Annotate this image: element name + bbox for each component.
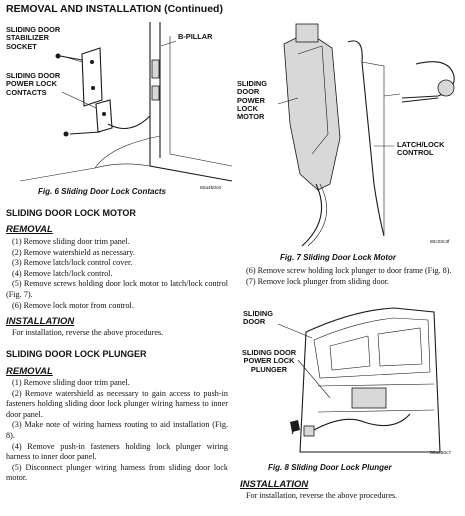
plunger-step-3: (3) Make note of wiring harness routing …: [6, 420, 228, 440]
motor-step-5: (5) Remove screws holding door lock moto…: [6, 279, 228, 299]
plunger-installation-text: For installation, reverse the above proc…: [246, 491, 398, 500]
plunger-installation-heading: INSTALLATION: [240, 479, 309, 490]
motor-step-4: (4) Remove latch/lock control.: [12, 268, 113, 278]
plunger-removal-steps-continued: (6) Remove screw holding lock plunger to…: [240, 266, 462, 287]
motor-installation-heading: INSTALLATION: [6, 316, 75, 327]
plunger-step-7: (7) Remove lock plunger from sliding doo…: [246, 276, 390, 286]
fig6-illustration: [19, 22, 233, 182]
figure-8: SLIDING DOOR SLIDING DOOR POWER LOCK PLU…: [234, 302, 465, 460]
motor-removal-heading: REMOVAL: [6, 224, 53, 235]
figure-7: SLIDING DOOR POWER LOCK MOTOR LATCH/LOCK…: [234, 14, 465, 250]
fig8-label-door: SLIDING DOOR: [243, 309, 273, 327]
plunger-step-1: (1) Remove sliding door trim panel.: [12, 378, 130, 387]
fig6-label-b-pillar: B-PILLAR: [178, 32, 213, 41]
plunger-step-6: (6) Remove screw holding lock plunger to…: [246, 266, 452, 275]
fig7-illustration: [277, 23, 455, 247]
plunger-step-5: (5) Disconnect plunger wiring harness fr…: [6, 462, 228, 483]
motor-step-2: (2) Remove watershield as necessary.: [12, 247, 135, 257]
plunger-section-title: SLIDING DOOR LOCK PLUNGER: [6, 349, 147, 359]
motor-installation-text: For installation, reverse the above proc…: [12, 328, 164, 337]
motor-removal-steps: (1) Remove sliding door trim panel. (2) …: [6, 237, 228, 311]
motor-section-title: SLIDING DOOR LOCK MOTOR: [6, 208, 136, 218]
fig6-label-contacts: SLIDING DOOR POWER LOCK CONTACTS: [6, 71, 61, 97]
fig8-illustration: [277, 307, 441, 453]
fig8-label-plunger: SLIDING DOOR POWER LOCK PLUNGER: [241, 348, 297, 374]
fig7-label-motor: SLIDING DOOR POWER LOCK MOTOR: [237, 79, 267, 122]
figure-6: SLIDING DOOR STABILIZER SOCKET SLIDING D…: [0, 16, 233, 202]
fig6-code: 80a4b0c6: [200, 186, 222, 191]
plunger-step-4: (4) Remove push-in fasteners holding loc…: [6, 441, 228, 462]
motor-step-1: (1) Remove sliding door trim panel.: [12, 237, 130, 246]
plunger-removal-steps: (1) Remove sliding door trim panel. (2) …: [6, 378, 228, 484]
fig7-label-control: LATCH/LOCK CONTROL: [397, 140, 445, 158]
plunger-removal-heading: REMOVAL: [6, 366, 53, 377]
fig8-code: 80a450c7: [430, 451, 452, 456]
motor-step-3: (3) Remove latch/lock control cover.: [12, 258, 133, 268]
fig8-caption: Fig. 8 Sliding Door Lock Plunger: [268, 463, 392, 472]
fig6-label-socket: SLIDING DOOR STABILIZER SOCKET: [6, 25, 61, 51]
fig7-code: 80c03c3f: [430, 240, 450, 245]
page-header: REMOVAL AND INSTALLATION (Continued): [6, 3, 223, 15]
fig6-caption: Fig. 6 Sliding Door Lock Contacts: [38, 187, 167, 196]
fig7-caption: Fig. 7 Sliding Door Lock Motor: [280, 253, 396, 262]
plunger-step-2: (2) Remove watershield as necessary to g…: [6, 388, 228, 419]
motor-step-6: (6) Remove lock motor from control.: [12, 300, 134, 310]
